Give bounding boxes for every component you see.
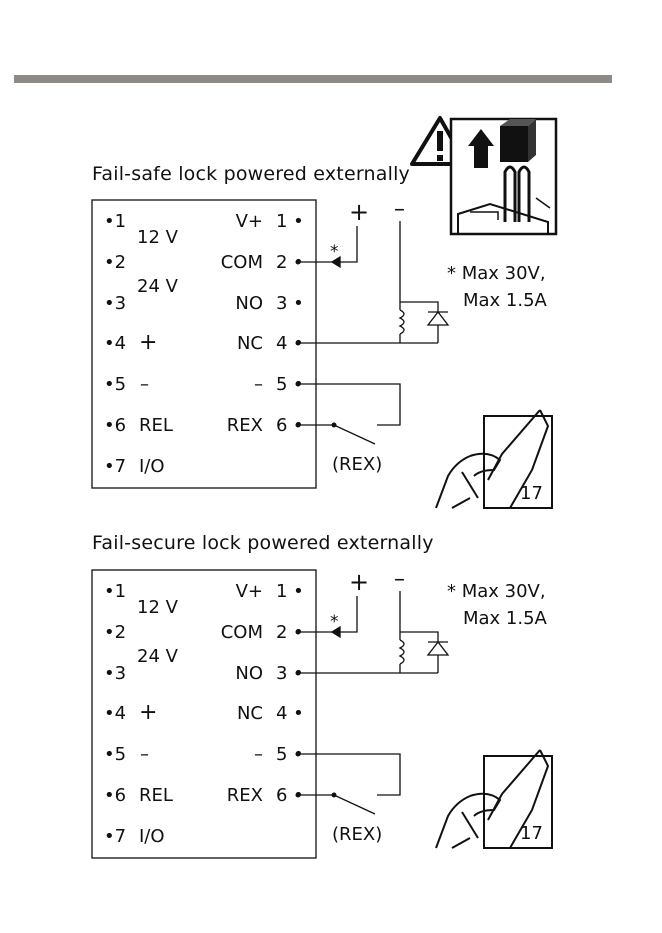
fail-safe-section: •1 •2 •3 •4 •5 •6 •7 12 V 24 V + – REL I…: [91, 197, 553, 509]
label-no: NO: [235, 663, 263, 684]
wiring-lines: [298, 591, 450, 815]
label-12v: 12 V: [137, 227, 179, 248]
left-pin-2: •2: [104, 252, 126, 273]
label-12v: 12 V: [137, 597, 179, 618]
hand-opening-door-icon: [435, 749, 553, 849]
label-no: NO: [235, 293, 263, 314]
label-rex: REX: [227, 415, 263, 436]
right-pin-3: 3 •: [276, 293, 304, 314]
connector-block: [91, 199, 317, 489]
door-number: 17: [520, 483, 543, 504]
section-title-fail-safe: Fail-safe lock powered externally: [92, 163, 410, 185]
label-com: COM: [221, 622, 263, 643]
left-pin-1: •1: [104, 211, 126, 232]
right-pin-6: 6 •: [276, 785, 304, 806]
label-24v: 24 V: [137, 276, 179, 297]
connector-block: [91, 569, 317, 859]
left-pin-7: •7: [104, 456, 126, 477]
right-pin-1: 1 •: [276, 211, 304, 232]
label-nc: NC: [237, 333, 263, 354]
left-pin-6: •6: [104, 785, 126, 806]
left-pin-2: •2: [104, 622, 126, 643]
left-pin-5: •5: [104, 374, 126, 395]
label-nc: NC: [237, 703, 263, 724]
label-rex: REX: [227, 785, 263, 806]
hand-opening-door-icon: [435, 409, 553, 509]
fail-secure-section: •1 •2 •3 •4 •5 •6 •7 12 V 24 V + – REL I…: [91, 567, 553, 859]
label-io: I/O: [139, 456, 165, 477]
door-number: 17: [520, 823, 543, 844]
right-pin-6: 6 •: [276, 415, 304, 436]
label-vplus: V+: [236, 211, 263, 232]
left-pin-7: •7: [104, 826, 126, 847]
label-plus: +: [139, 700, 157, 725]
max-current-note: Max 1.5A: [463, 290, 548, 311]
label-vplus: V+: [236, 581, 263, 602]
left-pin-6: •6: [104, 415, 126, 436]
right-pin-5: 5 •: [276, 744, 304, 765]
right-pin-4: 4 •: [276, 333, 304, 354]
right-pin-1: 1 •: [276, 581, 304, 602]
section-title-fail-secure: Fail-secure lock powered externally: [92, 532, 434, 554]
label-minus-right: –: [254, 374, 263, 395]
supply-minus-sign: –: [394, 197, 405, 222]
right-pin-4: 4 •: [276, 703, 304, 724]
supply-minus-sign: –: [394, 567, 405, 592]
asterisk-mark: *: [330, 612, 339, 632]
max-current-note: Max 1.5A: [463, 608, 548, 629]
right-pin-2: 2 •: [276, 252, 304, 273]
label-io: I/O: [139, 826, 165, 847]
left-pin-3: •3: [104, 663, 126, 684]
label-minus: –: [140, 744, 149, 765]
label-minus: –: [140, 374, 149, 395]
jumper-removal-icon: [449, 117, 558, 236]
right-pin-2: 2 •: [276, 622, 304, 643]
asterisk-mark: *: [330, 242, 339, 262]
label-rel: REL: [139, 415, 173, 436]
left-pin-5: •5: [104, 744, 126, 765]
label-com: COM: [221, 252, 263, 273]
label-minus-right: –: [254, 744, 263, 765]
left-pin-3: •3: [104, 293, 126, 314]
label-24v: 24 V: [137, 646, 179, 667]
wiring-lines: [298, 221, 450, 445]
left-pin-1: •1: [104, 581, 126, 602]
supply-plus-sign: +: [349, 568, 369, 596]
rex-label: (REX): [332, 824, 382, 845]
right-pin-5: 5 •: [276, 374, 304, 395]
label-rel: REL: [139, 785, 173, 806]
label-plus: +: [139, 330, 157, 355]
left-pin-4: •4: [104, 333, 126, 354]
top-divider-rule: [14, 75, 612, 83]
rex-label: (REX): [332, 454, 382, 475]
supply-plus-sign: +: [349, 198, 369, 226]
left-pin-4: •4: [104, 703, 126, 724]
right-pin-3: 3 •: [276, 663, 304, 684]
max-voltage-note: * Max 30V,: [447, 263, 546, 284]
max-voltage-note: * Max 30V,: [447, 581, 546, 602]
